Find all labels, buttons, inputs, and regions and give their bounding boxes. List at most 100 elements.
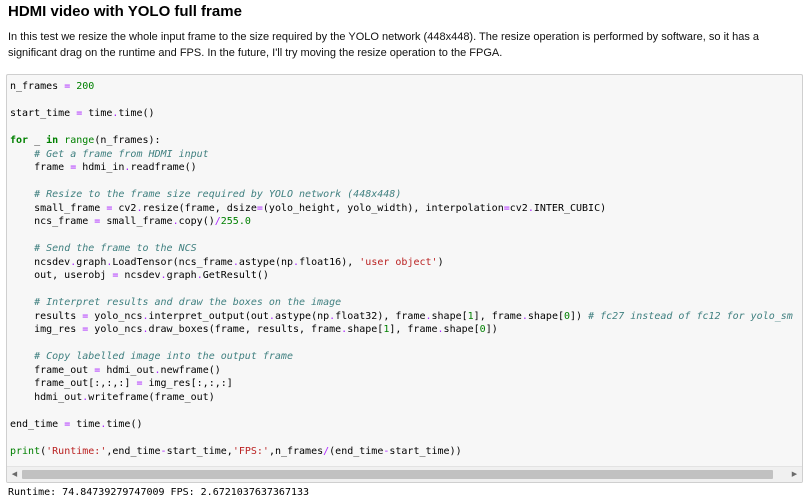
code-token: results	[10, 310, 83, 322]
code-token: .	[437, 324, 444, 335]
code-token: hdmi_out	[10, 391, 83, 403]
scroll-left-icon[interactable]: ◀	[11, 470, 18, 478]
code-token: 0	[564, 310, 571, 322]
code-token: astype(np	[238, 256, 294, 268]
code-token: /	[323, 445, 330, 457]
code-token: frame_out	[10, 364, 95, 376]
scrollbar-thumb[interactable]	[22, 470, 773, 479]
code-token: time()	[106, 418, 143, 430]
code-line: # Interpret results and draw the boxes o…	[10, 296, 802, 310]
code-token: =	[256, 202, 263, 214]
code-token: newframe()	[160, 364, 221, 376]
code-line: n_frames = 200	[10, 80, 802, 94]
code-token: ncs_frame	[10, 216, 95, 227]
code-line	[10, 94, 802, 108]
code-token: .	[527, 202, 534, 214]
code-token: =	[82, 310, 89, 322]
code-token: (	[40, 445, 47, 457]
code-token: .	[268, 310, 275, 322]
code-line: results = yolo_ncs.interpret_output(out.…	[10, 310, 802, 324]
code-line: img_res = yolo_ncs.draw_boxes(frame, res…	[10, 323, 802, 337]
code-token: hdmi_out	[100, 364, 155, 376]
code-token: .	[124, 162, 131, 173]
code-token: shape[	[347, 324, 384, 335]
code-token: float16),	[299, 256, 360, 268]
code-token: for	[10, 135, 29, 146]
code-token: .	[329, 310, 336, 322]
code-token: .	[70, 256, 77, 268]
code-token: resize(frame, dsize	[142, 202, 257, 214]
code-token: ,n_frames	[268, 445, 324, 457]
code-line	[10, 404, 802, 418]
code-token: =	[136, 378, 143, 389]
code-token: time	[70, 418, 101, 430]
code-token: frame_out[:,:,:]	[10, 378, 137, 389]
code-token: (end_time	[329, 445, 384, 457]
code-token: =	[94, 216, 101, 227]
code-token: readframe()	[130, 162, 197, 173]
code-token: .	[196, 270, 203, 281]
code-token: -	[160, 445, 167, 457]
code-line: print('Runtime:',end_time-start_time,'FP…	[10, 445, 802, 459]
code-token: frame	[10, 162, 71, 173]
code-token: interpret_output(out	[148, 310, 269, 322]
code-token: 200	[76, 81, 95, 92]
scroll-right-icon[interactable]: ▶	[791, 470, 798, 478]
code-token	[10, 297, 34, 308]
code-token: graph	[76, 256, 107, 268]
code-token: writeframe(frame_out)	[88, 391, 215, 403]
code-line: # Send the frame to the NCS	[10, 242, 802, 256]
code-token: start_time	[10, 108, 77, 119]
code-token: hdmi_in	[76, 162, 125, 173]
code-token: 0	[479, 324, 486, 335]
code-line: # Resize to the frame size required by Y…	[10, 188, 802, 202]
code-line: out, userobj = ncsdev.graph.GetResult()	[10, 269, 802, 283]
code-line: start_time = time.time()	[10, 107, 802, 121]
code-token: .	[106, 256, 113, 268]
code-token: range	[64, 135, 95, 146]
code-token: ], frame	[389, 324, 438, 335]
code-token: (n_frames):	[94, 135, 161, 146]
code-token: 'FPS:'	[232, 445, 269, 457]
section-heading: HDMI video with YOLO full frame	[8, 3, 242, 20]
code-token: .	[521, 310, 528, 322]
code-token: # Send the frame to the NCS	[34, 243, 197, 254]
code-token: ncsdev	[118, 270, 161, 281]
code-token: =	[112, 270, 119, 281]
code-token: .	[100, 418, 107, 430]
code-token: .	[154, 364, 161, 376]
code-token: astype(np	[274, 310, 330, 322]
code-line: small_frame = cv2.resize(frame, dsize=(y…	[10, 202, 802, 216]
code-token: shape[	[431, 310, 468, 322]
code-token: end_time	[10, 418, 65, 430]
code-token: .	[172, 216, 179, 227]
code-token: 'user object'	[359, 256, 438, 268]
code-line: ncsdev.graph.LoadTensor(ncs_frame.astype…	[10, 256, 802, 270]
code-token: LoadTensor(ncs_frame	[112, 256, 233, 268]
code-token: =	[82, 324, 89, 335]
code-token: copy()	[178, 216, 215, 227]
code-line	[10, 175, 802, 189]
code-token: ], frame	[473, 310, 522, 322]
code-token: 1	[467, 310, 474, 322]
code-token: (yolo_height, yolo_width), interpolation	[262, 202, 504, 214]
code-token: .	[82, 391, 89, 403]
code-token: start_time))	[389, 445, 462, 457]
horizontal-scrollbar[interactable]: ◀ ▶	[7, 466, 802, 482]
code-token: INTER_CUBIC)	[533, 202, 607, 214]
code-token: =	[106, 202, 113, 214]
code-token: .	[341, 324, 348, 335]
code-token: small_frame	[10, 202, 107, 214]
code-token: =	[64, 81, 71, 92]
code-token: .	[136, 202, 143, 214]
code-token: cv2	[509, 202, 528, 214]
code-token: =	[70, 162, 77, 173]
code-line: hdmi_out.writeframe(frame_out)	[10, 391, 802, 405]
code-token: GetResult()	[202, 270, 269, 281]
code-token: time	[82, 108, 113, 119]
code-token	[10, 149, 34, 160]
code-token: shape[	[527, 310, 564, 322]
code-token: .	[232, 256, 239, 268]
